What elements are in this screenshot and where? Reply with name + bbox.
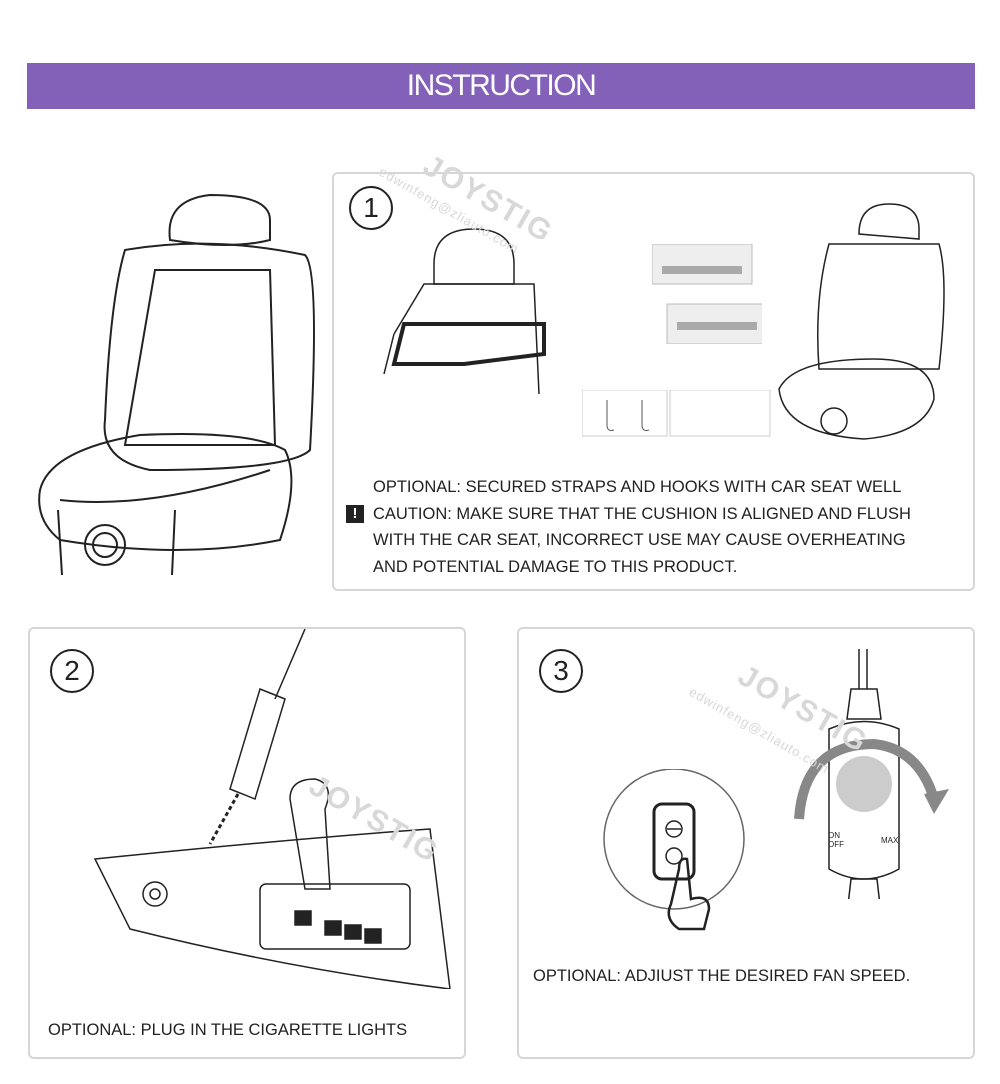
strap-detail-illustration (652, 244, 762, 344)
seat-cushion-illustration (38, 193, 315, 576)
seat-with-cushion-illustration (778, 203, 945, 440)
exclamation-icon: ! (346, 504, 364, 523)
headrest-strap-illustration (383, 228, 546, 395)
dial-off-label: OFF (828, 840, 844, 849)
banner-title: INSTRUCTION (406, 69, 597, 102)
step-1-line-2: CAUTION: MAKE SURE THAT THE CUSHION IS A… (373, 504, 911, 523)
hook-detail-illustration (582, 390, 771, 437)
instruction-banner: INSTRUCTION (27, 63, 975, 109)
step-2-number: 2 (50, 649, 94, 693)
dial-max-label: MAX (881, 836, 899, 845)
fan-button-illustration (603, 769, 745, 931)
step-1-line-4: AND POTENTIAL DAMAGE TO THIS PRODUCT. (373, 557, 738, 576)
cigarette-lighter-plug-illustration (93, 629, 451, 989)
step-1-panel: 1 OPTIONAL: SECURED STRAPS AND HOOKS WIT… (332, 149, 975, 591)
dial-on-label: ON (828, 831, 840, 840)
step-2-text: OPTIONAL: PLUG IN THE CIGARETTE LIGHTS (48, 1021, 408, 1039)
step-3-panel: 3 ON OFF MAX OPTIONAL: ADJIUST THE DESIR… (517, 627, 975, 1059)
step-2-panel: 2 OPTIONAL: PLUG IN THE CIGARETTE LIGHTS… (28, 627, 466, 1059)
step-3-number: 3 (539, 649, 583, 693)
step-3-text: OPTIONAL: ADJIUST THE DESIRED FAN SPEED. (533, 967, 911, 985)
step-1-line-3: WITH THE CAR SEAT, INCORRECT USE MAY CAU… (373, 531, 906, 549)
speed-dial-controller-illustration (794, 649, 949, 899)
step-1-number: 1 (349, 186, 393, 230)
step-1-line-1: OPTIONAL: SECURED STRAPS AND HOOKS WITH … (373, 478, 902, 496)
